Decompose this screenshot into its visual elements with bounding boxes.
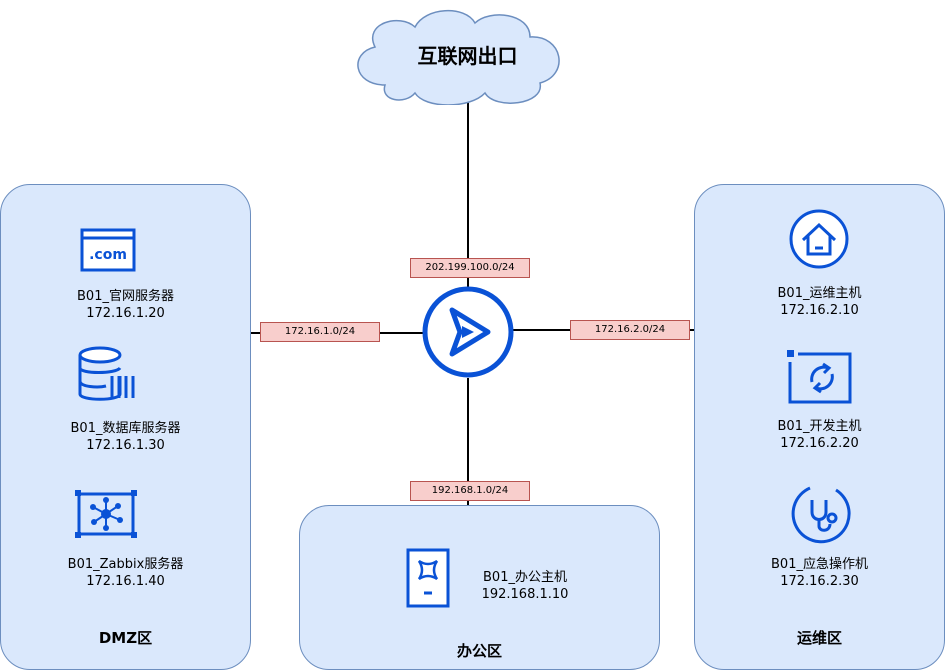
dmz-host-1: B01_官网服务器 172.16.1.20 [0, 288, 251, 322]
host-ip: 172.16.1.40 [86, 574, 165, 589]
host-ip: 172.16.1.20 [86, 306, 165, 321]
cloud-shape [357, 10, 560, 105]
home-icon [789, 209, 849, 269]
host-name: B01_官网服务器 [77, 289, 174, 304]
refresh-icon [787, 350, 852, 404]
host-name: B01_开发主机 [777, 419, 862, 434]
office-subnet-label: 192.168.1.0/24 [410, 481, 530, 501]
host-ip: 172.16.2.30 [780, 574, 859, 589]
dmz-zone-title: DMZ区 [98, 629, 153, 647]
host-name: B01_应急操作机 [771, 557, 868, 572]
ops-host-2: B01_开发主机 172.16.2.20 [694, 418, 945, 452]
host-ip: 192.168.1.10 [481, 587, 569, 602]
host-name: B01_Zabbix服务器 [67, 557, 184, 572]
office-zone [299, 505, 660, 670]
ops-subnet-label: 172.16.2.0/24 [570, 320, 690, 340]
office-zone-title: 办公区 [456, 642, 502, 660]
dmz-subnet-label: 172.16.1.0/24 [260, 322, 380, 342]
host-name: B01_数据库服务器 [70, 421, 181, 436]
web-server-icon: .com [80, 228, 136, 272]
stethoscope-icon [791, 486, 851, 544]
host-ip: 172.16.2.10 [780, 303, 859, 318]
host-name: B01_运维主机 [777, 286, 862, 301]
svg-text:.com: .com [89, 247, 127, 263]
dmz-host-3: B01_Zabbix服务器 172.16.1.40 [0, 556, 251, 590]
ops-host-3: B01_应急操作机 172.16.2.30 [694, 556, 945, 590]
internet-label: 互联网出口 [417, 44, 518, 68]
host-ip: 172.16.1.30 [86, 438, 165, 453]
dmz-host-2: B01_数据库服务器 172.16.1.30 [0, 420, 251, 454]
ops-zone-title: 运维区 [796, 629, 842, 647]
database-icon [78, 346, 135, 401]
host-name: B01_办公主机 [483, 570, 567, 585]
monitoring-icon [75, 490, 137, 538]
host-ip: 172.16.2.20 [780, 436, 859, 451]
wan-subnet-label: 202.199.100.0/24 [410, 258, 530, 278]
office-host-1: B01_办公主机 192.168.1.10 [450, 569, 600, 603]
office-host-icon [406, 548, 450, 608]
router-icon [422, 286, 514, 378]
ops-host-1: B01_运维主机 172.16.2.10 [694, 285, 945, 319]
